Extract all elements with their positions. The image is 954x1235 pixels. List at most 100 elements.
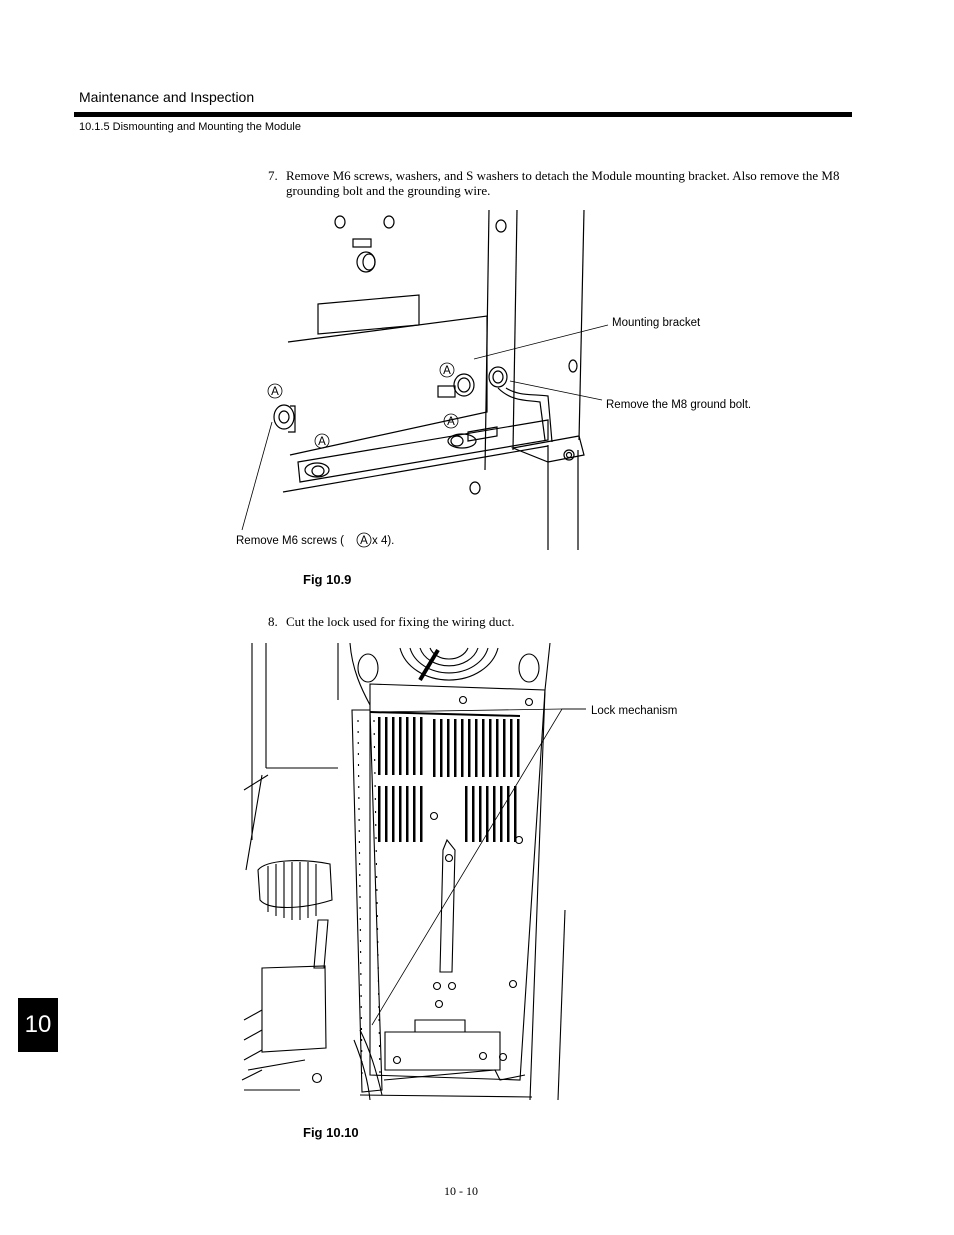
step-number: 8. [268, 614, 278, 629]
vent-slot [461, 719, 464, 777]
screw-a-inner [278, 410, 290, 424]
page-number: 10 - 10 [444, 1184, 478, 1198]
marker-a-circle [439, 362, 455, 378]
fan-outer [399, 647, 499, 681]
leader-ground-bolt [509, 380, 603, 401]
vent-slot [406, 786, 409, 842]
step-text-line2: grounding bolt and the grounding wire. [286, 183, 491, 198]
vent-slot [514, 786, 517, 842]
marker-a: A [360, 535, 368, 547]
screw [498, 1052, 508, 1062]
hole [334, 215, 346, 229]
vent-slot [413, 786, 416, 842]
vent-slot [493, 786, 496, 842]
vent-slot [503, 719, 506, 777]
screw [508, 979, 518, 989]
slot-screw [450, 435, 464, 447]
bolt-head-inner [362, 253, 376, 271]
pcb [261, 965, 327, 1053]
mounting-bracket [287, 315, 488, 456]
vent-slot [510, 719, 513, 777]
slot [447, 433, 477, 449]
cabinet-floor [243, 767, 338, 871]
marker-a: A [447, 416, 455, 428]
vent-slot [392, 786, 395, 842]
ground-bolt [488, 366, 508, 388]
step-text-line1: Remove M6 screws, washers, and S washers… [286, 168, 840, 183]
vent-slot [489, 719, 492, 777]
step-text: Cut the lock used for fixing the wiring … [286, 614, 515, 629]
marker-a: A [318, 436, 326, 448]
vent-slot [468, 719, 471, 777]
screw [514, 835, 524, 845]
vent-slot [420, 717, 423, 775]
marker-a-circle [356, 532, 372, 548]
vent-slot [472, 786, 475, 842]
screw [444, 853, 454, 863]
screw-a [273, 404, 295, 430]
step-number: 7. [268, 168, 278, 183]
marker-a-circle [314, 433, 330, 449]
header-rule [74, 112, 852, 117]
terminal-block [414, 1019, 466, 1033]
figure-10-9: A A A A A Mounting bracket Remove the M8… [236, 209, 751, 550]
vent-slot [454, 719, 457, 777]
fan-grille [409, 647, 489, 674]
screw-a-inner [457, 377, 471, 393]
vent-slot [440, 719, 443, 777]
callout-m6-screws-suffix: x 4). [372, 535, 394, 547]
cable-tie [313, 919, 329, 969]
hex-nut [563, 449, 575, 461]
screw [458, 695, 468, 705]
slot-screw [311, 465, 325, 477]
figure-caption-10-10: Fig 10.10 [303, 1125, 359, 1140]
marker-a: A [443, 365, 451, 377]
hole [383, 215, 395, 229]
duct-holes [357, 719, 363, 1076]
lock-tie-top [369, 711, 521, 717]
vent-slot [465, 786, 468, 842]
vent-slot [399, 717, 402, 775]
vent-slot [507, 786, 510, 842]
wire-bundle [257, 860, 333, 908]
step-text: Remove M6 screws, washers, and S washers… [286, 168, 839, 198]
rail-top [510, 435, 585, 463]
leader-mounting-bracket [473, 324, 609, 360]
vent-slot [517, 719, 520, 777]
vent-slot [385, 717, 388, 775]
base-edge [282, 445, 549, 493]
ground-bolt-inner [492, 370, 504, 384]
screw [478, 1051, 488, 1061]
wire-strands [267, 862, 317, 920]
marker-a-circle [267, 383, 283, 399]
pcb-wires [241, 1009, 306, 1091]
slot [304, 462, 330, 478]
screw-bracket [288, 405, 296, 433]
vent-slot [420, 786, 423, 842]
callout-ground-bolt: Remove the M8 ground bolt. [606, 399, 751, 411]
module-front-panel [369, 683, 546, 1081]
duct-top [337, 642, 371, 706]
leader-lock-top [371, 708, 586, 713]
callout-m6-screws: Remove M6 screws ( [236, 535, 344, 547]
vent-slot [447, 719, 450, 777]
tab-plate [437, 385, 456, 398]
fan-blade [418, 648, 440, 682]
hex-nut-inner [565, 451, 573, 459]
terminal-cover [384, 1031, 501, 1071]
leader-m6-screws [241, 421, 273, 531]
vent-slot [486, 786, 489, 842]
vent-slot [500, 786, 503, 842]
chapter-tab: 10 [18, 998, 58, 1052]
lifting-eye [357, 653, 379, 683]
wiring-duct [351, 709, 383, 1093]
marker-a-circle [443, 413, 459, 429]
vent-slot [413, 717, 416, 775]
hole [568, 359, 578, 373]
subsection-title: 10.1.5 Dismounting and Mounting the Modu… [79, 121, 301, 133]
vent-slot [406, 717, 409, 775]
frame-edge-right [578, 209, 585, 441]
vent-slot [433, 719, 436, 777]
vent-slot [399, 786, 402, 842]
